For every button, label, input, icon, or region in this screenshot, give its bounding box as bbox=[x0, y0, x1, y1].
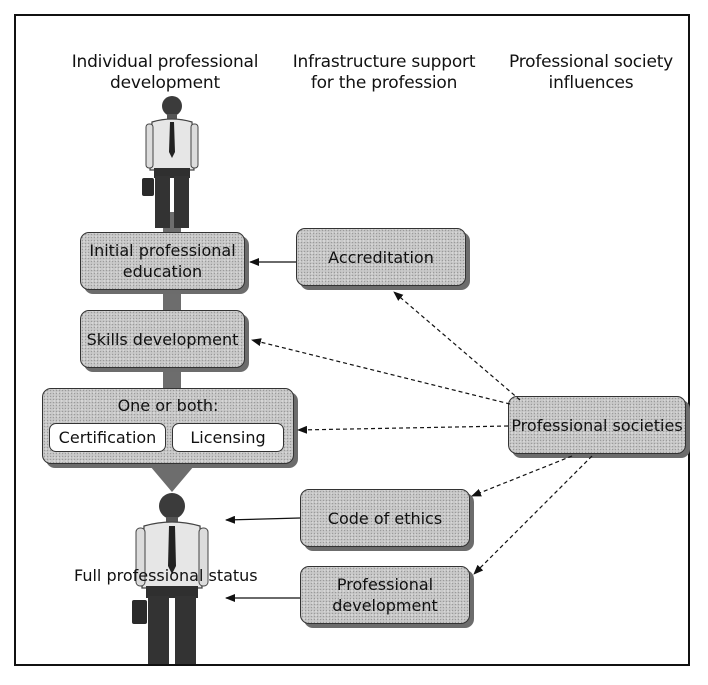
box-skills-development: Skills development bbox=[80, 310, 245, 368]
businessman-icon bbox=[142, 96, 199, 228]
header-individual: Individual professional development bbox=[71, 52, 259, 93]
box-initial-education: Initial professional education bbox=[80, 232, 245, 290]
header-society: Professional society influences bbox=[508, 52, 674, 93]
caption-full-status: Full professional status bbox=[74, 566, 258, 585]
one-or-both-label: One or both: bbox=[117, 396, 219, 415]
box-code-of-ethics: Code of ethics bbox=[300, 489, 470, 547]
box-professional-development: Professional development bbox=[300, 566, 470, 624]
box-accreditation: Accreditation bbox=[296, 228, 466, 286]
box-professional-societies: Professional societies bbox=[508, 396, 686, 454]
pill-certification: Certification bbox=[49, 423, 166, 452]
businessman-icon bbox=[132, 493, 209, 664]
pill-licensing: Licensing bbox=[172, 423, 284, 452]
header-infrastructure: Infrastructure support for the professio… bbox=[292, 52, 476, 93]
